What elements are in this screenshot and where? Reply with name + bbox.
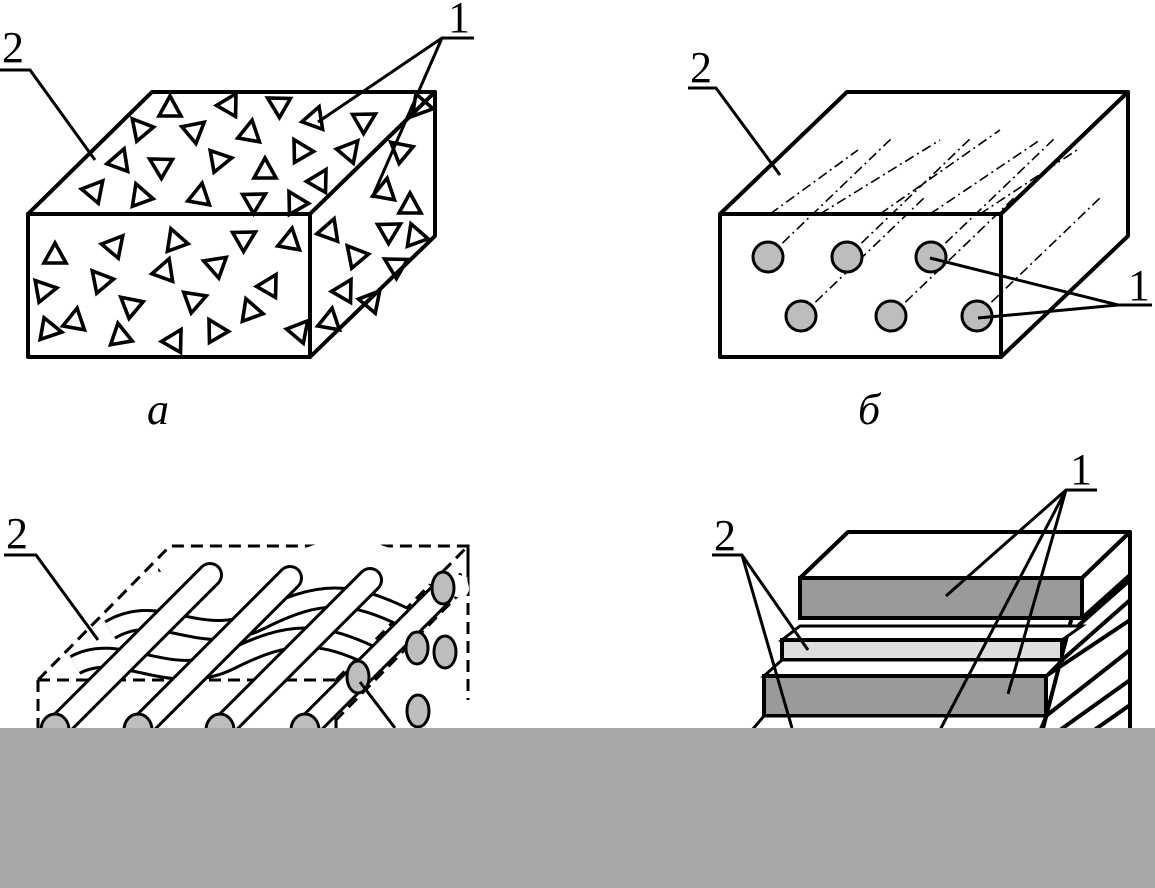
particle-triangle xyxy=(332,137,361,167)
panel-c-label-matrix: 2 xyxy=(6,509,28,558)
panel-a-caption: а xyxy=(147,385,169,434)
particle-triangle xyxy=(212,90,238,120)
particle-triangle xyxy=(148,255,175,285)
panel-a-label-reinforcement: 1 xyxy=(448,0,470,42)
panel-b-fibers xyxy=(751,129,1103,333)
particle-triangle xyxy=(292,136,318,166)
fiber-end xyxy=(751,240,785,274)
particle-triangle xyxy=(207,147,236,176)
panel-d-layers xyxy=(748,576,1087,732)
particle-triangle xyxy=(240,295,267,325)
particle-triangle xyxy=(184,179,213,208)
particle-triangle xyxy=(282,317,311,347)
panel-a-leaders xyxy=(0,36,474,199)
particle-triangle xyxy=(207,316,233,346)
fiber-hidden-line xyxy=(890,195,1017,317)
particle-triangle xyxy=(234,116,263,145)
fiber-hidden-line xyxy=(976,195,1103,317)
particle-triangle xyxy=(40,239,70,265)
particle-triangle xyxy=(381,257,411,283)
particle-triangle xyxy=(252,271,278,301)
particle-triangle xyxy=(37,314,66,343)
particle-triangle xyxy=(405,220,432,250)
panel-c-woven-composite: 2 xyxy=(4,509,470,748)
panel-a-particulate-composite: 2 1 а xyxy=(0,0,474,434)
particle-triangle xyxy=(239,192,269,218)
particle-triangle xyxy=(165,225,192,255)
particle-triangle xyxy=(155,92,185,118)
particle-triangle xyxy=(129,115,158,145)
particle-triangle xyxy=(77,177,106,207)
panel-a-block xyxy=(26,90,437,359)
panel-a-particles xyxy=(32,90,437,356)
particle-triangle xyxy=(200,255,230,282)
particle-triangle xyxy=(313,215,340,245)
particle-triangle xyxy=(32,277,61,306)
fiber-hidden-line xyxy=(800,195,927,317)
panel-d-back-side xyxy=(798,530,1132,742)
particle-triangle xyxy=(344,242,373,272)
panel-d-leaders xyxy=(712,488,1097,731)
particle-triangle xyxy=(178,119,208,148)
panel-b-label-fibers: 1 xyxy=(1128,261,1150,310)
particle-triangle xyxy=(302,166,328,196)
panel-b-label-matrix: 2 xyxy=(690,43,712,92)
fiber-hidden-line xyxy=(929,139,1041,215)
particle-triangle xyxy=(180,290,210,317)
particle-triangle xyxy=(264,96,294,122)
fiber-end xyxy=(830,240,864,274)
panel-c-warp-tows xyxy=(42,562,453,743)
particle-triangle xyxy=(387,139,417,168)
gray-occluding-band xyxy=(0,728,1155,888)
particle-triangle xyxy=(130,180,157,210)
panel-b-fiber-composite: 2 1 б xyxy=(688,43,1152,434)
particle-triangle xyxy=(314,304,343,333)
panel-b-block xyxy=(718,90,1130,359)
fiber-end xyxy=(874,299,908,333)
fiber-end xyxy=(784,299,818,333)
particle-triangle xyxy=(274,224,303,253)
panel-c-leaders xyxy=(4,553,397,729)
particle-triangle xyxy=(327,276,353,306)
particle-triangle xyxy=(157,326,183,356)
panel-d-label-matrix: 2 xyxy=(714,511,736,560)
particle-triangle xyxy=(287,188,313,218)
panel-b-leaders xyxy=(688,86,1152,320)
fiber-hidden-line xyxy=(846,136,973,258)
panel-d-laminate: 1 2 xyxy=(712,445,1132,742)
particle-triangle xyxy=(250,154,280,180)
fiber-hidden-line xyxy=(769,149,859,215)
particle-triangle xyxy=(369,174,398,203)
particle-triangle xyxy=(146,157,176,183)
particle-triangle xyxy=(97,232,126,262)
panel-d-label-reinforcement: 1 xyxy=(1070,445,1092,494)
particle-triangle xyxy=(59,304,88,333)
particle-triangle xyxy=(117,294,147,323)
particle-triangle xyxy=(298,103,325,133)
particle-triangle xyxy=(103,145,130,175)
particle-triangle xyxy=(107,319,136,348)
panel-b-caption: б xyxy=(858,385,882,434)
particle-triangle xyxy=(229,230,259,256)
fiber-hidden-line xyxy=(930,136,1057,258)
fiber-hidden-line xyxy=(767,136,894,258)
particle-triangle xyxy=(395,189,425,215)
particle-triangle xyxy=(354,287,383,317)
panel-a-label-matrix: 2 xyxy=(2,23,24,72)
particle-triangle xyxy=(89,267,118,297)
particle-triangle xyxy=(349,112,379,138)
fiber-hidden-line xyxy=(819,139,941,215)
particle-triangle xyxy=(374,222,404,248)
fiber-hidden-line xyxy=(879,129,1001,215)
